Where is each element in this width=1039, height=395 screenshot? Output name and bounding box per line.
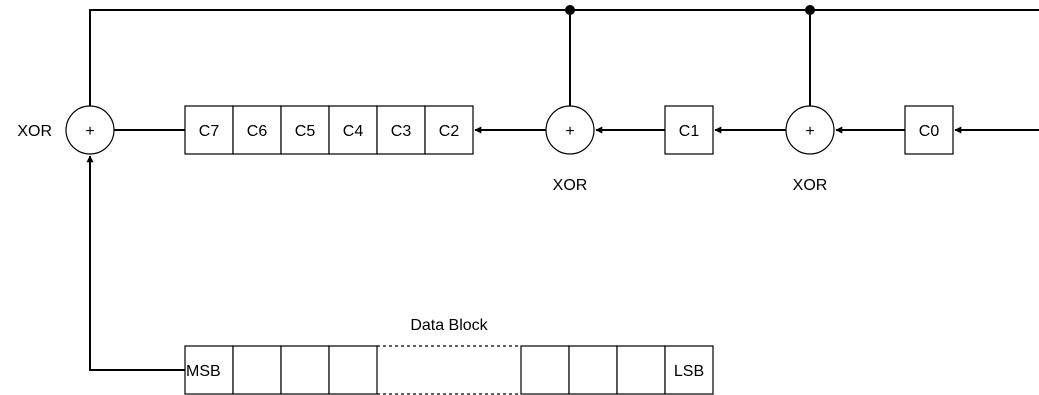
register-label-c6: C6 xyxy=(247,123,268,140)
xor-symbol-3: + xyxy=(805,123,814,140)
register-cell-c2 xyxy=(424,105,474,155)
register-label-c0: C0 xyxy=(919,123,940,140)
register-cell-c4 xyxy=(328,105,378,155)
data-cell-2 xyxy=(232,345,282,395)
register-cell-c1 xyxy=(664,105,714,155)
register-cell-c7 xyxy=(184,105,234,155)
msb-to-xor-arrow xyxy=(86,155,185,371)
xor-symbol-main: + xyxy=(85,123,94,140)
register-cell-c0 xyxy=(904,105,954,155)
data-cell-6 xyxy=(568,345,618,395)
register-c7-c2: C7 C6 C5 C4 C3 C2 xyxy=(184,105,474,155)
data-cell-lsb xyxy=(664,345,714,395)
xor-symbol-2: + xyxy=(565,123,574,140)
register-label-c3: C3 xyxy=(391,123,412,140)
xor-label-2: XOR xyxy=(553,177,588,194)
xor-node-2 xyxy=(545,105,595,155)
data-block-title: Data Block xyxy=(410,317,488,334)
data-block: MSB LSB xyxy=(184,345,714,395)
xor-node-3 xyxy=(785,105,835,155)
data-cell-5 xyxy=(520,345,570,395)
feedback-bus xyxy=(89,9,1039,106)
data-label-msb: MSB xyxy=(186,363,221,380)
data-label-lsb: LSB xyxy=(674,363,704,380)
data-cell-7 xyxy=(616,345,666,395)
data-cell-3 xyxy=(280,345,330,395)
register-cell-c6 xyxy=(232,105,282,155)
xor-label-3: XOR xyxy=(793,177,828,194)
data-cell-4 xyxy=(328,345,378,395)
register-label-c7: C7 xyxy=(199,123,220,140)
register-label-c4: C4 xyxy=(343,123,364,140)
register-label-c2: C2 xyxy=(439,123,460,140)
xor-label-main: XOR xyxy=(17,123,52,140)
register-label-c5: C5 xyxy=(295,123,316,140)
register-label-c1: C1 xyxy=(679,123,700,140)
